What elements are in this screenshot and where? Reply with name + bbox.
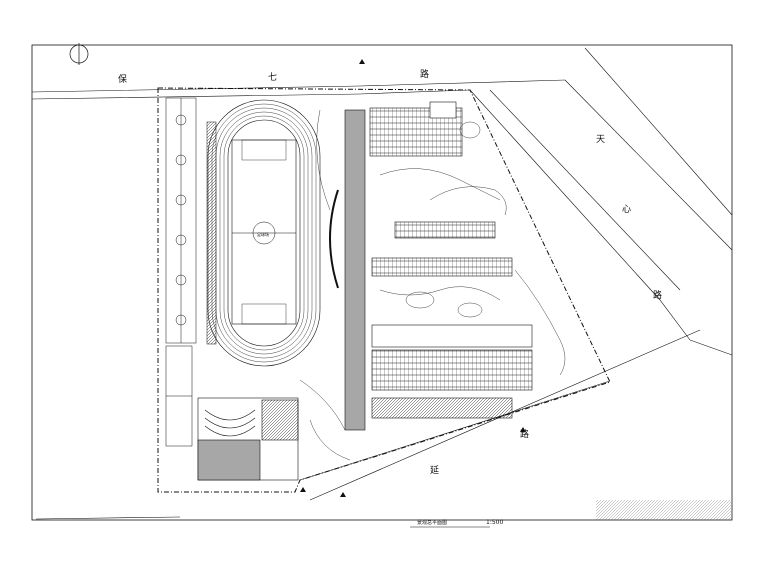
auditorium: [197, 397, 299, 481]
plan-title: 景观总平面图: [417, 519, 447, 526]
top-road-label-1: 保: [118, 73, 127, 85]
west-courts: [165, 97, 197, 447]
field-label: 足球场: [257, 231, 269, 237]
landscape-paths: [299, 109, 566, 461]
elevation-marker-icon: [300, 59, 526, 497]
north-building: [369, 101, 463, 157]
bottom-road-label-1: 延: [430, 464, 439, 476]
bottom-road-label-2: 路: [520, 428, 529, 440]
title-block: 景观总平面图 1:500: [410, 519, 503, 528]
top-road-label-2: 七: [268, 72, 277, 83]
classroom-blocks: [371, 221, 533, 419]
top-road-label-3: 路: [420, 68, 429, 80]
right-road-label-2: 心: [622, 204, 631, 215]
curved-stand: [329, 189, 339, 289]
track-stand: [206, 121, 217, 345]
central-corridor: [344, 109, 366, 431]
sheet-frame: [31, 44, 733, 521]
north-arrow-icon: [69, 43, 89, 65]
plan-scale: 1:500: [486, 519, 503, 526]
right-road-label-3: 路: [653, 289, 662, 301]
right-road-label-1: 天: [596, 135, 605, 145]
legend-hatch-swatch: [596, 500, 731, 520]
